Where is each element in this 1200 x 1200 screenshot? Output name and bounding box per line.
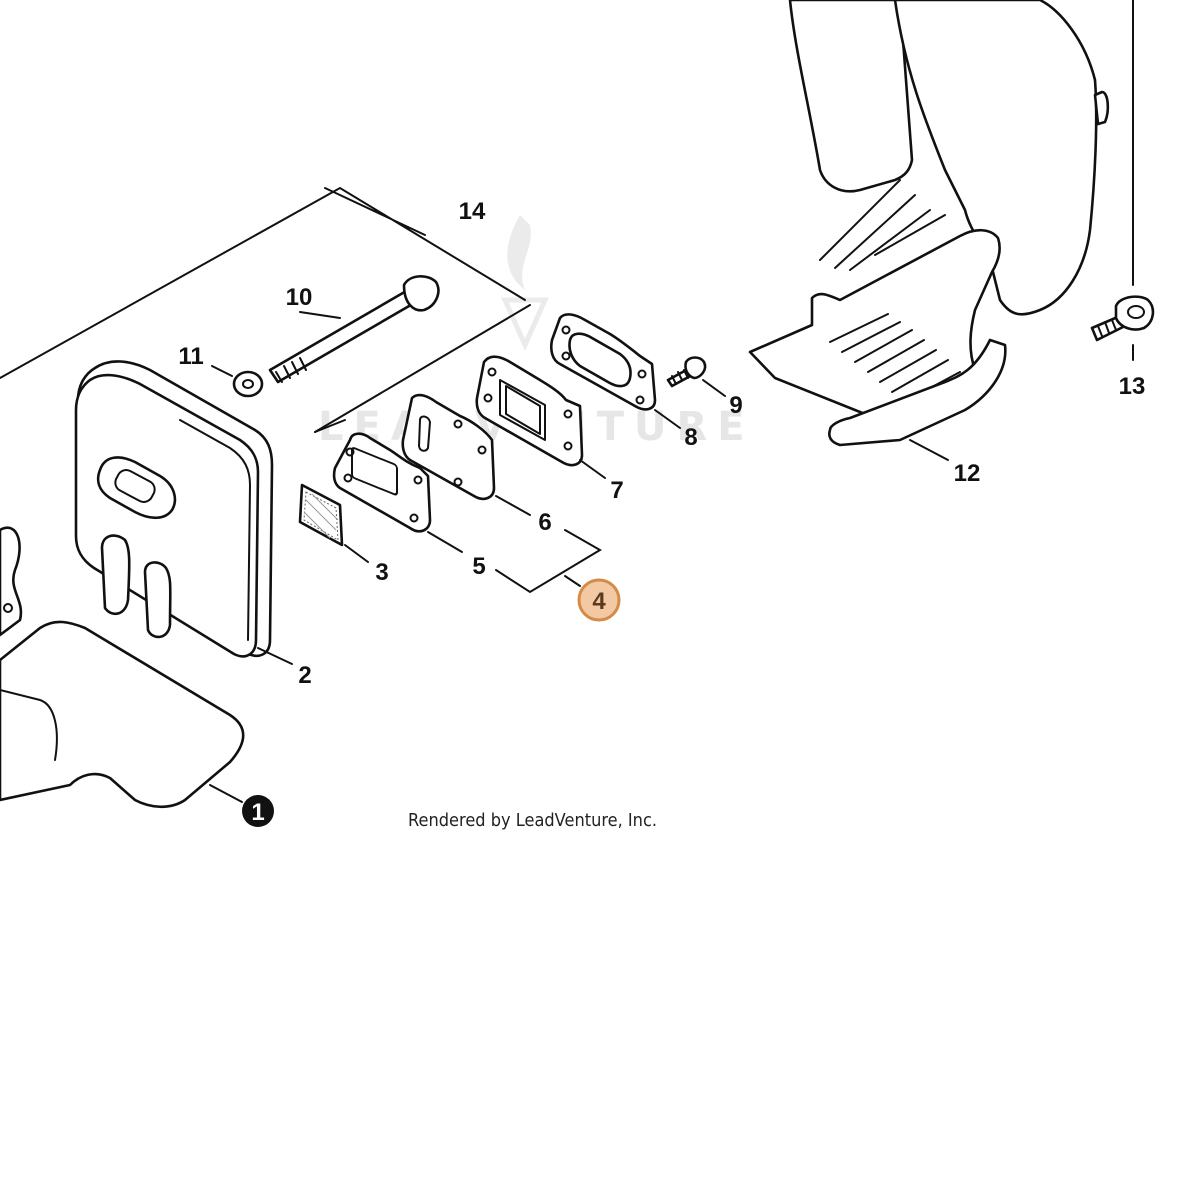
part-11-washer[interactable] bbox=[232, 370, 264, 398]
part-3-spark-screen[interactable] bbox=[298, 483, 344, 547]
callout-10-label[interactable]: 10 bbox=[286, 284, 313, 311]
credit-text: Rendered by LeadVenture, Inc. bbox=[408, 810, 658, 831]
callout-4-label: 4 bbox=[592, 588, 606, 615]
callout-12-label[interactable]: 12 bbox=[954, 460, 981, 487]
callout-11-label[interactable]: 11 bbox=[178, 343, 203, 370]
leader-lines bbox=[0, 0, 1134, 803]
callout-8-label[interactable]: 8 bbox=[684, 424, 697, 451]
callout-7-label[interactable]: 7 bbox=[610, 477, 623, 504]
callout-3-label[interactable]: 3 bbox=[375, 559, 388, 586]
part-1-exhaust-duct[interactable] bbox=[0, 526, 245, 809]
callout-1-label: 1 bbox=[251, 799, 264, 826]
callout-4-highlight bbox=[577, 578, 621, 622]
callout-13-label[interactable]: 13 bbox=[1119, 373, 1146, 400]
part-9-screw[interactable] bbox=[666, 356, 707, 388]
part-5-gasket[interactable] bbox=[332, 432, 432, 533]
part-7-plate[interactable] bbox=[475, 355, 584, 467]
callout-5-label[interactable]: 5 bbox=[472, 553, 485, 580]
callout-4[interactable]: 4 bbox=[577, 578, 621, 622]
callout-9-label[interactable]: 9 bbox=[729, 392, 742, 419]
part-13-screw[interactable] bbox=[1090, 295, 1155, 342]
part-10-bolt[interactable] bbox=[268, 275, 440, 384]
watermark-chevron-icon bbox=[501, 297, 549, 352]
callout-2-label[interactable]: 2 bbox=[298, 662, 311, 689]
part-6-plate[interactable] bbox=[401, 393, 496, 501]
part-12-deflector[interactable] bbox=[748, 0, 1110, 447]
part-2-muffler[interactable] bbox=[74, 360, 274, 658]
callout-1-marker bbox=[242, 795, 274, 827]
callout-14-label[interactable]: 14 bbox=[459, 198, 486, 225]
callouts: 1 2 3 4 5 6 7 8 9 10 11 12 13 14 bbox=[178, 198, 1145, 827]
flame-logo-icon bbox=[507, 215, 531, 290]
callout-1[interactable]: 1 bbox=[242, 795, 274, 827]
part-8-flange[interactable] bbox=[549, 313, 657, 411]
callout-6-label[interactable]: 6 bbox=[538, 509, 551, 536]
